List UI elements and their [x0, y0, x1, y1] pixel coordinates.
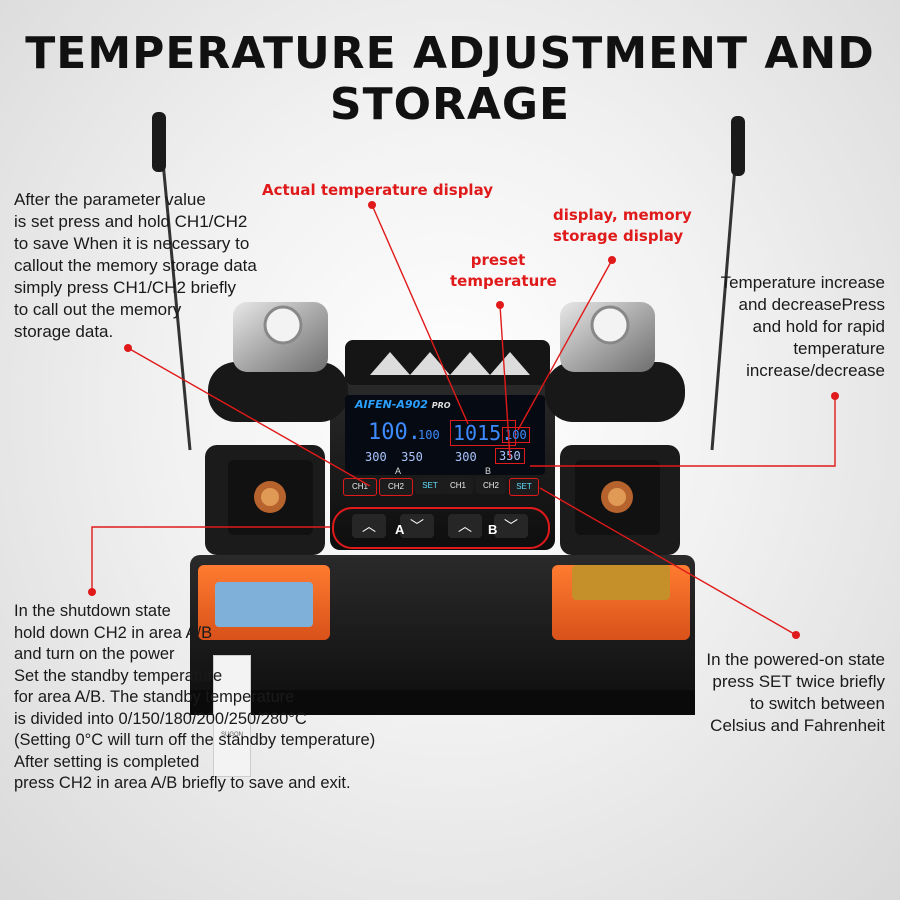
ch1-b-button[interactable]: CH1	[443, 478, 473, 494]
display-a-small: 100	[418, 428, 440, 442]
arrow-zone-b-label: B	[488, 522, 498, 537]
display-b-small: 100	[502, 427, 530, 443]
set-a-button[interactable]: SET	[415, 478, 445, 494]
a-down-button[interactable]: ﹀	[400, 514, 434, 538]
chevron-down-icon: ﹀	[410, 518, 424, 534]
right-brass-wool-tray	[552, 565, 690, 640]
brand-label: AIFEN-A902 PRO	[355, 398, 451, 411]
display-b-row2-box: 350	[495, 448, 525, 464]
display-memory-callout: display, memory storage display	[553, 206, 692, 245]
set-b-button[interactable]: SET	[509, 478, 539, 496]
display-b-row2: 300	[455, 450, 477, 464]
ch2-a-button[interactable]: CH2	[379, 478, 413, 496]
b-up-button[interactable]: ︿	[448, 514, 482, 538]
temperature-adjust-instructions: Temperature increase and decreasePress a…	[720, 273, 885, 380]
product-sticker: SUGON	[213, 655, 251, 777]
chevron-down-icon: ﹀	[504, 518, 518, 534]
ch2-b-button[interactable]: CH2	[476, 478, 506, 494]
chevron-up-icon: ︿	[458, 518, 472, 534]
button-row: CH1 CH2 SET CH1 CH2 SET	[343, 478, 543, 498]
right-tip-cleaner-icon	[601, 481, 633, 513]
arrow-zone-a-label: A	[395, 522, 405, 537]
actual-temperature-callout: Actual temperature display	[262, 181, 494, 199]
ch1-a-button[interactable]: CH1	[343, 478, 377, 496]
memory-storage-instructions: After the parameter value is set press a…	[14, 190, 257, 341]
a-up-button[interactable]: ︿	[352, 514, 386, 538]
left-tip-cleaner-icon	[254, 481, 286, 513]
chevron-up-icon: ︿	[362, 518, 376, 534]
b-down-button[interactable]: ﹀	[494, 514, 528, 538]
right-iron-holder-cup	[560, 302, 655, 372]
page-title: TEMPERATURE ADJUSTMENT AND STORAGE	[25, 28, 875, 130]
display-a-row2: 300 350	[365, 450, 423, 464]
zone-b-label: B	[485, 466, 492, 476]
zone-a-label: A	[395, 466, 402, 476]
display-a-actual: 100.	[368, 420, 421, 445]
celsius-fahrenheit-instructions: In the powered-on state press SET twice …	[706, 650, 885, 735]
standby-temperature-instructions: In the shutdown state hold down CH2 in a…	[14, 602, 376, 792]
preset-temperature-callout: preset temperature	[450, 251, 557, 290]
